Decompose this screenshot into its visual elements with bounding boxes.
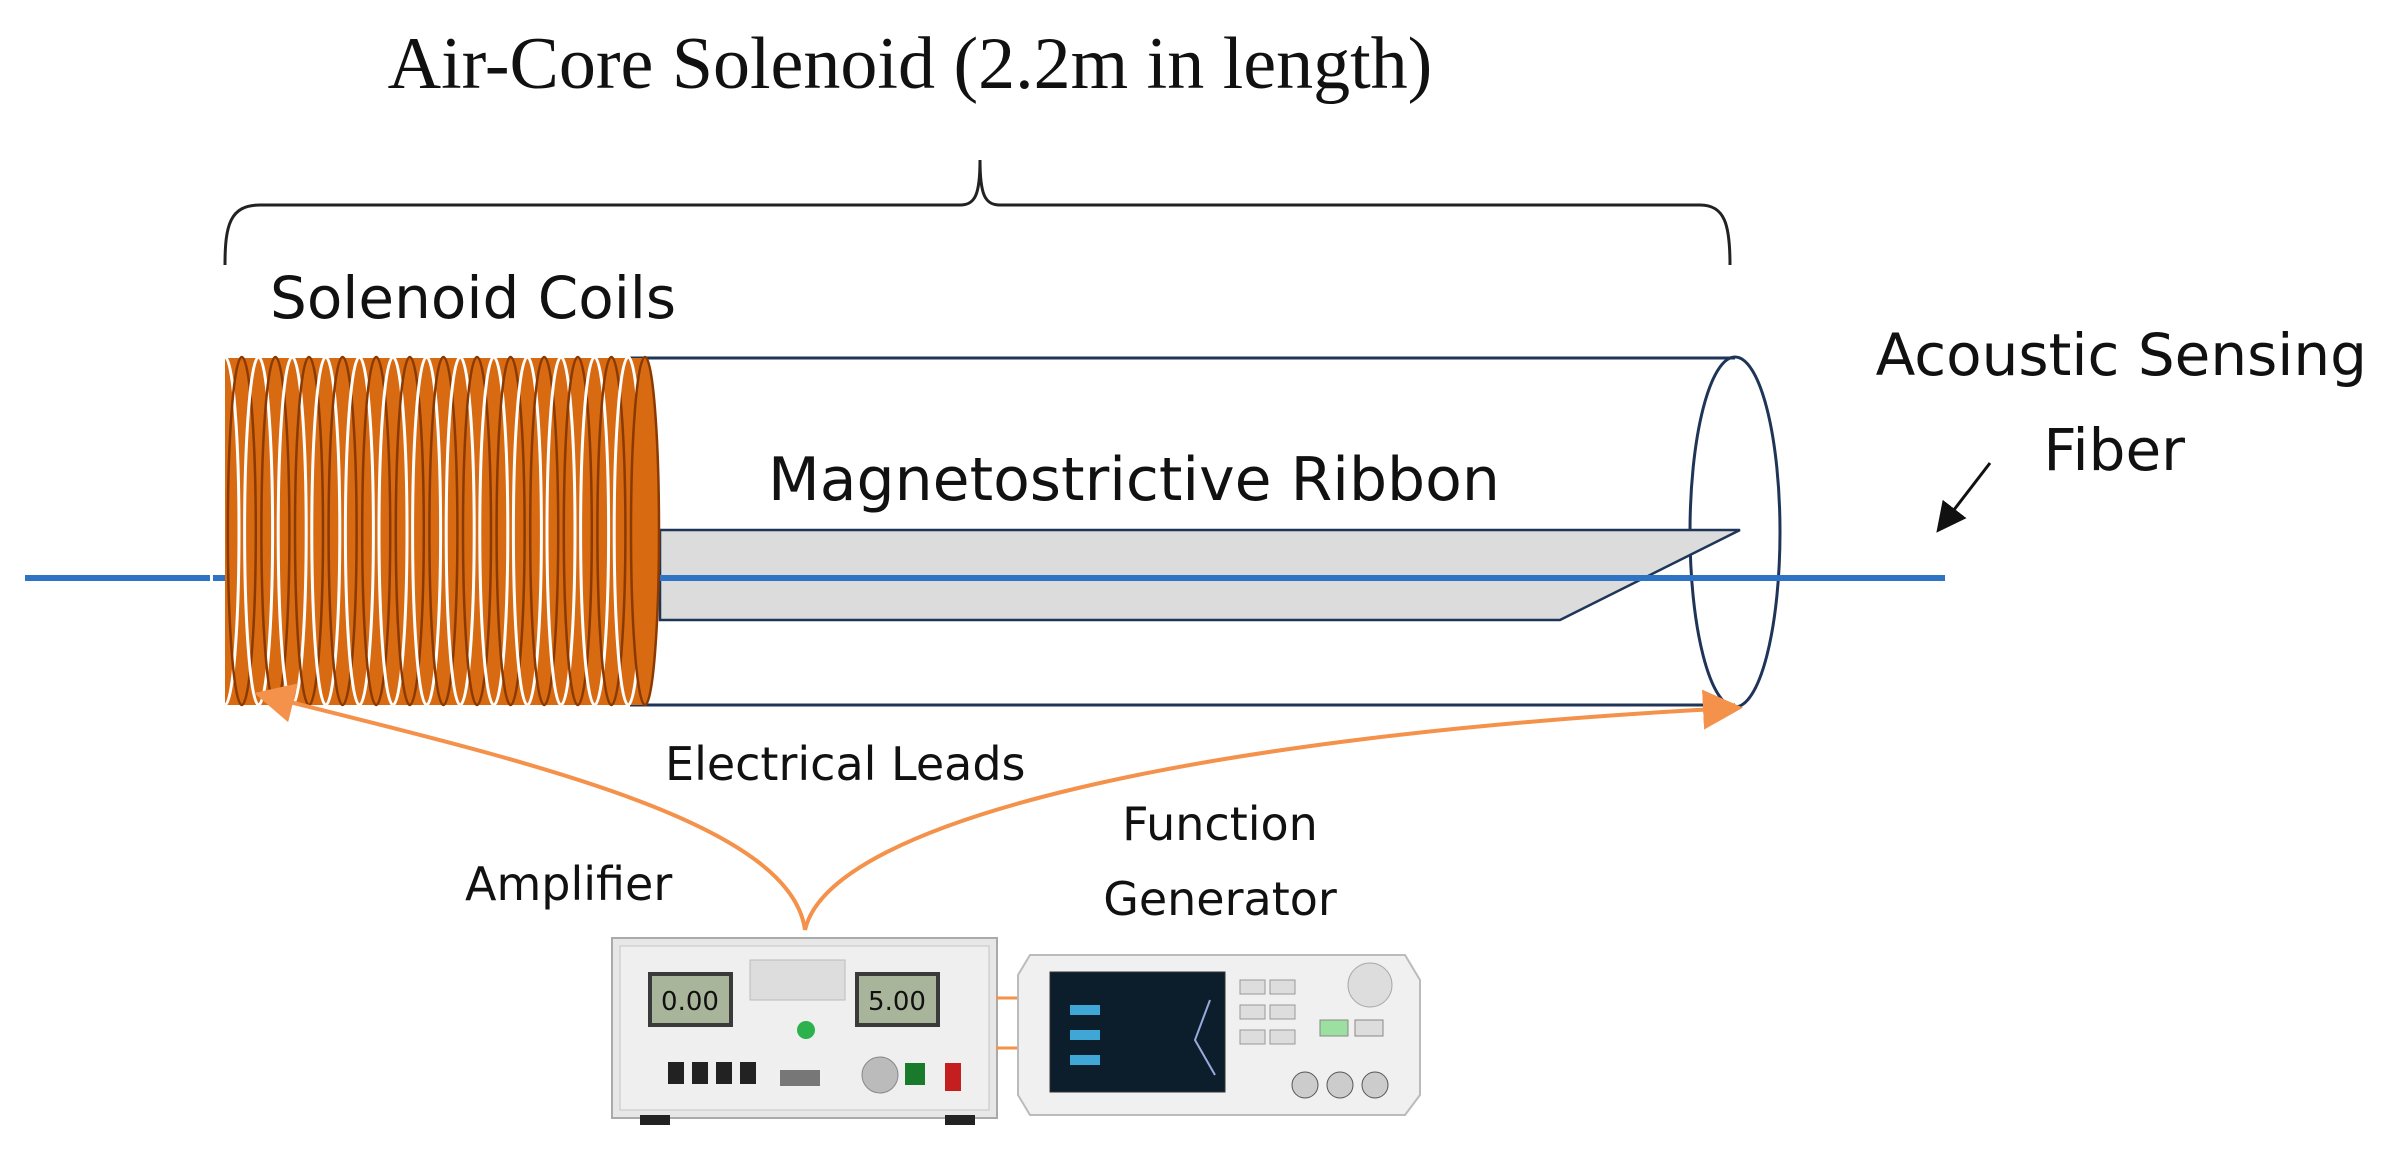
coil-winding (629, 355, 661, 707)
label-solenoid-coils: Solenoid Coils (270, 264, 676, 332)
coil-winding (444, 355, 476, 707)
coil-winding (511, 355, 543, 707)
coil-winding (310, 355, 342, 707)
coil-winding (545, 355, 577, 707)
label-acoustic-sensing-line2: Fiber (2043, 416, 2185, 484)
coil-winding (461, 355, 493, 707)
solenoid-coils (209, 355, 661, 707)
coil-winding (327, 355, 358, 707)
coil-winding (596, 355, 627, 707)
diagram-title: Air-Core Solenoid (2.2m in length) (388, 23, 1433, 105)
label-electrical-leads: Electrical Leads (665, 737, 1026, 791)
coil-winding (209, 355, 241, 707)
coil-winding (528, 355, 560, 707)
amplifier-display-right: 5.00 (868, 987, 926, 1017)
coil-winding (226, 355, 258, 707)
electrical-lead-right (803, 689, 1743, 931)
label-function-line2: Generator (1103, 872, 1337, 926)
coil-winding (495, 355, 526, 707)
coil-winding (478, 355, 510, 707)
fiber-pointer-arrow (1936, 462, 1992, 533)
coil-winding (579, 355, 611, 707)
label-magnetostrictive-ribbon: Magnetostrictive Ribbon (768, 445, 1500, 515)
function-generator-device (1017, 954, 1421, 1116)
amplifier-device: 0.00 5.00 (611, 937, 998, 1125)
coil-winding (394, 355, 426, 707)
coil-winding (360, 355, 392, 707)
length-brace (223, 159, 1732, 266)
label-function-line1: Function (1122, 797, 1318, 851)
label-acoustic-sensing-line1: Acoustic Sensing (1876, 321, 2367, 389)
coil-winding (343, 355, 375, 707)
electrical-lead-left (254, 683, 807, 931)
label-amplifier: Amplifier (465, 857, 672, 911)
coil-winding (411, 355, 443, 707)
coil-winding (428, 355, 459, 707)
coil-winding (562, 355, 594, 707)
amplifier-display-left: 0.00 (661, 987, 719, 1017)
coil-winding (377, 355, 409, 707)
